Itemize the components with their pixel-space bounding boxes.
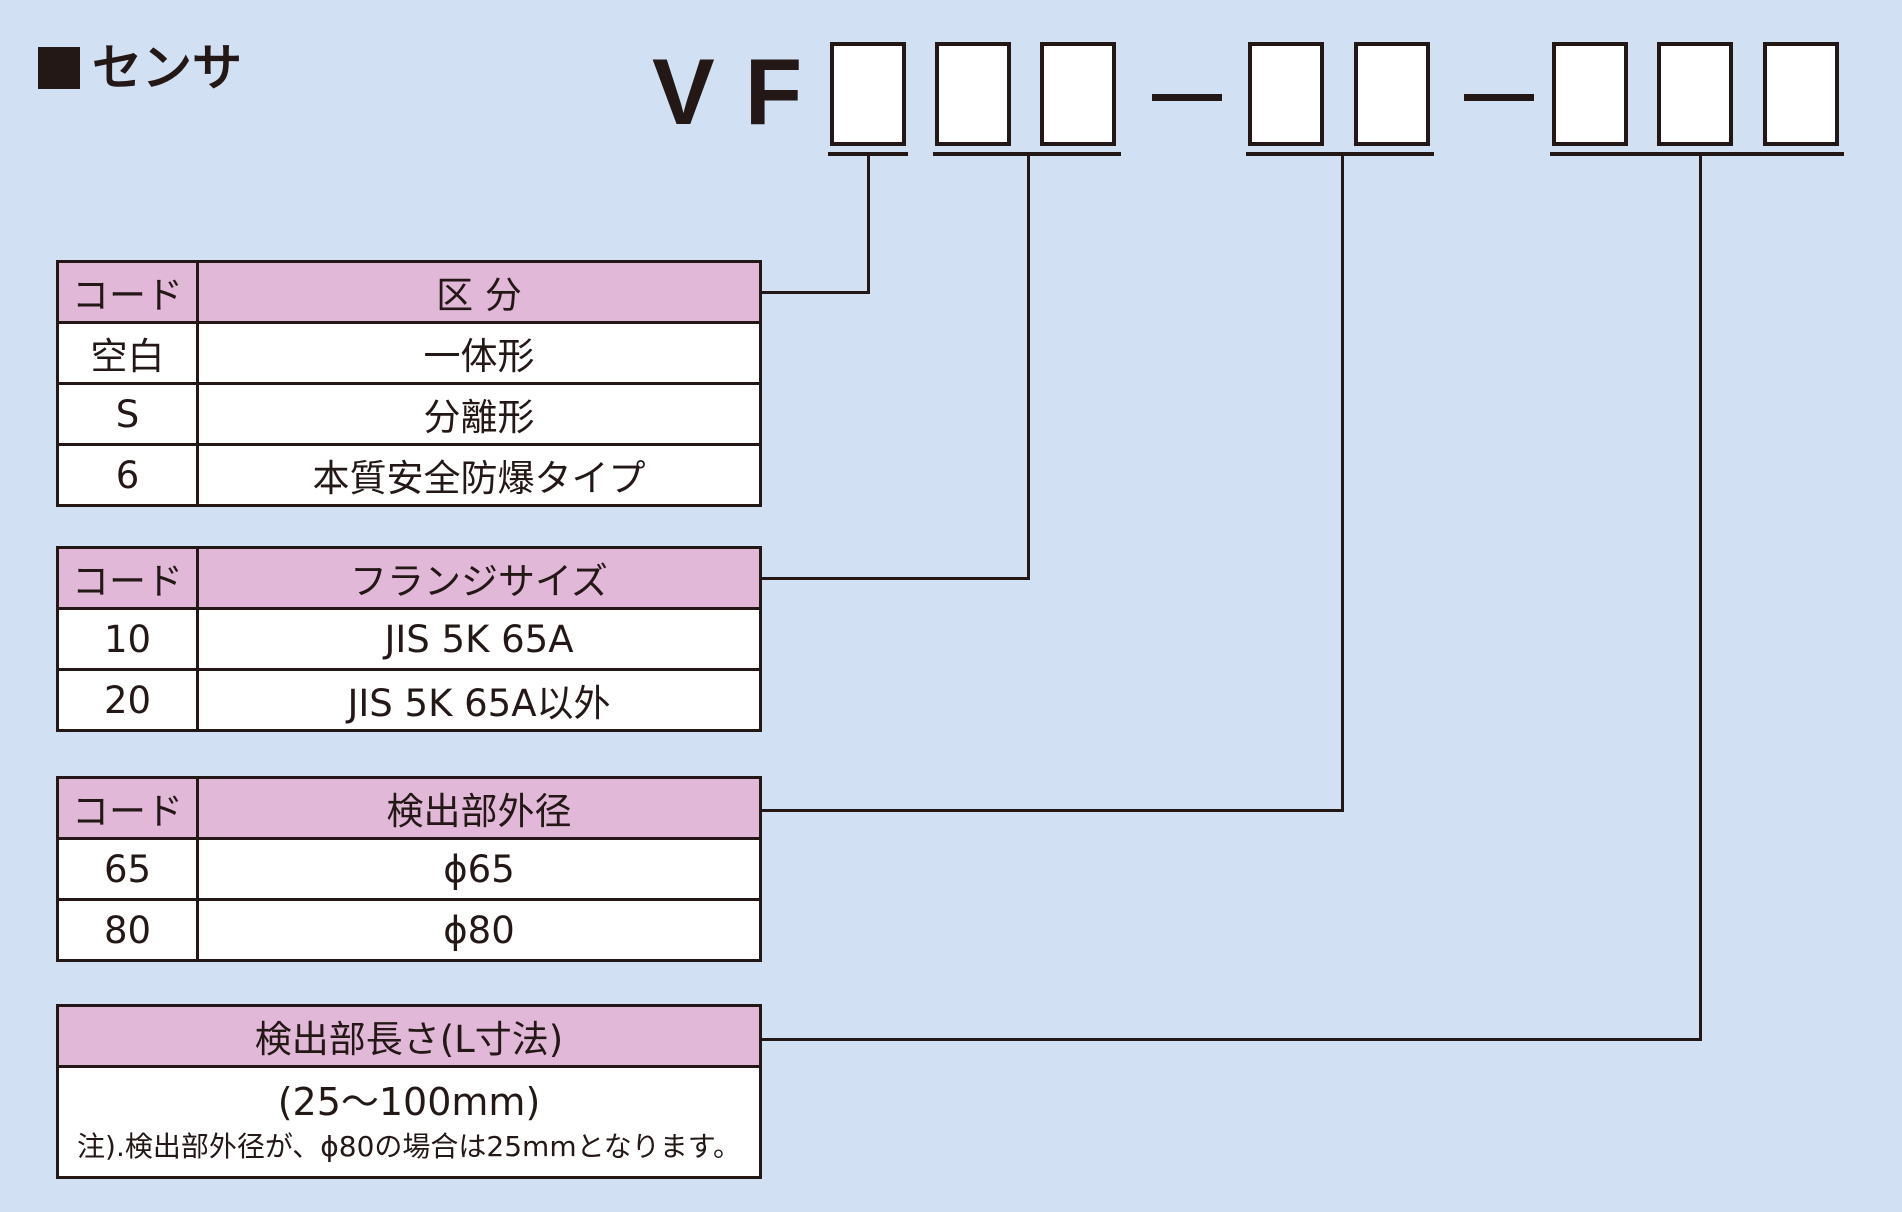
length-range: (25〜100mm)	[277, 1080, 541, 1124]
connector-flange-v	[1027, 156, 1030, 580]
row-code: S	[56, 382, 199, 446]
table-header-row: 検出部長さ(L寸法)	[56, 1004, 762, 1068]
row-code: 20	[56, 668, 199, 732]
type-table: コード 区 分 空白 一体形 S 分離形 6 本質安全防爆タイプ	[56, 260, 762, 507]
code-box-length-2	[1657, 42, 1733, 146]
connector-type-h	[762, 291, 870, 294]
header-code: コード	[56, 776, 199, 840]
code-box-diameter-2	[1354, 42, 1430, 146]
underline-length	[1550, 152, 1844, 156]
table-row: 空白 一体形	[56, 321, 762, 385]
code-box-length-1	[1552, 42, 1628, 146]
row-label: 一体形	[196, 321, 762, 385]
connector-diameter-v	[1341, 156, 1344, 812]
table-row: 80 ϕ80	[56, 898, 762, 962]
header-label: フランジサイズ	[196, 546, 762, 610]
square-bullet-icon	[38, 47, 80, 89]
row-label: ϕ65	[196, 837, 762, 901]
row-code: 6	[56, 443, 199, 507]
underline-diameter	[1246, 152, 1434, 156]
model-dash-1	[1152, 94, 1222, 101]
code-box-length-3	[1763, 42, 1839, 146]
table-header-row: コード 検出部外径	[56, 776, 762, 840]
row-code: 80	[56, 898, 199, 962]
code-box-type	[830, 42, 906, 146]
model-dash-2	[1464, 94, 1534, 101]
row-code: 65	[56, 837, 199, 901]
table-row: 20 JIS 5K 65A以外	[56, 668, 762, 732]
connector-flange-h	[762, 577, 1030, 580]
code-box-flange-2	[1040, 42, 1116, 146]
table-header-row: コード フランジサイズ	[56, 546, 762, 610]
model-prefix: VF	[652, 39, 833, 144]
section-title: センサ	[92, 39, 242, 97]
flange-table: コード フランジサイズ 10 JIS 5K 65A 20 JIS 5K 65A以…	[56, 546, 762, 732]
table-row: 6 本質安全防爆タイプ	[56, 443, 762, 507]
row-label: ϕ80	[196, 898, 762, 962]
connector-length-v	[1699, 156, 1702, 1041]
table-row: S 分離形	[56, 382, 762, 446]
length-table: 検出部長さ(L寸法) (25〜100mm) 注).検出部外径が、ϕ80の場合は2…	[56, 1004, 762, 1179]
row-label: JIS 5K 65A以外	[196, 668, 762, 732]
row-label: 分離形	[196, 382, 762, 446]
table-row: 10 JIS 5K 65A	[56, 607, 762, 671]
underline-flange	[933, 152, 1121, 156]
section-heading: センサ	[38, 38, 242, 98]
length-note-cell: (25〜100mm) 注).検出部外径が、ϕ80の場合は25mmとなります。	[56, 1065, 762, 1179]
connector-length-h	[762, 1038, 1702, 1041]
code-box-diameter-1	[1248, 42, 1324, 146]
header-label: 検出部外径	[196, 776, 762, 840]
row-code: 10	[56, 607, 199, 671]
row-code: 空白	[56, 321, 199, 385]
table-row: (25〜100mm) 注).検出部外径が、ϕ80の場合は25mmとなります。	[56, 1065, 762, 1179]
underline-type	[828, 152, 908, 156]
connector-type-v	[867, 156, 870, 294]
diameter-table: コード 検出部外径 65 ϕ65 80 ϕ80	[56, 776, 762, 962]
connector-diameter-h	[762, 809, 1344, 812]
row-label: JIS 5K 65A	[196, 607, 762, 671]
header-label: 区 分	[196, 260, 762, 324]
header-code: コード	[56, 546, 199, 610]
table-header-row: コード 区 分	[56, 260, 762, 324]
header-label: 検出部長さ(L寸法)	[56, 1004, 762, 1068]
code-box-flange-1	[935, 42, 1011, 146]
row-label: 本質安全防爆タイプ	[196, 443, 762, 507]
length-note: 注).検出部外径が、ϕ80の場合は25mmとなります。	[77, 1130, 741, 1163]
header-code: コード	[56, 260, 199, 324]
table-row: 65 ϕ65	[56, 837, 762, 901]
